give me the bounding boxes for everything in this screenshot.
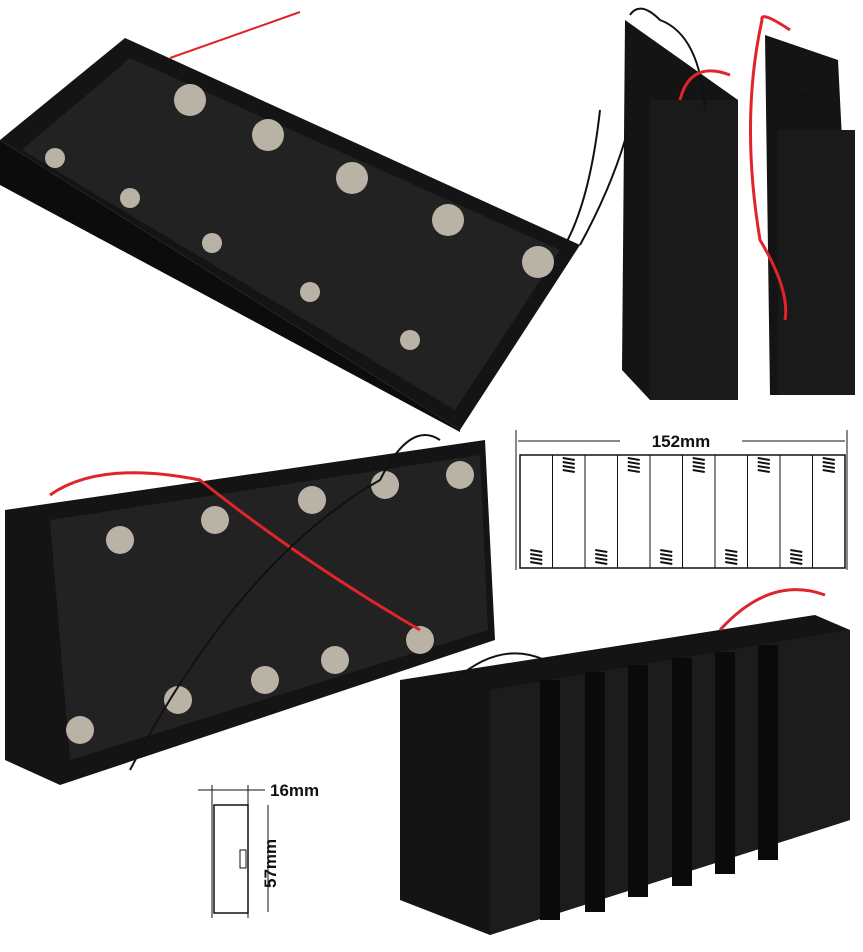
- spring-symbol: [627, 469, 640, 473]
- spring-symbol: [725, 561, 738, 565]
- spring-symbol: [595, 561, 608, 565]
- holder-back-photo: [400, 588, 850, 935]
- spring-symbol: [595, 557, 608, 561]
- holder-side-views-photo: [579, 7, 855, 400]
- spring-symbol: [790, 549, 803, 553]
- spring-symbol: [530, 549, 543, 553]
- spring-symbol: [595, 553, 608, 557]
- spring-symbol: [822, 465, 835, 469]
- spring-contacts: [45, 84, 554, 350]
- spring-symbol: [822, 457, 835, 461]
- spring-symbol: [692, 465, 705, 469]
- spring-symbol: [725, 549, 738, 553]
- spring-symbol: [790, 553, 803, 557]
- spring-symbol: [790, 557, 803, 561]
- spring-symbol: [660, 557, 673, 561]
- spring-symbol: [660, 561, 673, 565]
- spring-symbol: [692, 457, 705, 461]
- spring-symbol: [725, 557, 738, 561]
- spring-symbol: [822, 461, 835, 465]
- holder-top-view-photo: [0, 11, 601, 432]
- length-dimension-diagram: [515, 430, 848, 570]
- spring-symbol: [562, 457, 575, 461]
- spring-symbol: [530, 561, 543, 565]
- spring-symbol: [530, 557, 543, 561]
- spring-symbol: [660, 549, 673, 553]
- spring-symbol: [562, 461, 575, 465]
- spring-symbol: [725, 553, 738, 557]
- spring-symbol: [627, 457, 640, 461]
- spring-symbol: [822, 469, 835, 473]
- length-label: 152mm: [652, 432, 711, 451]
- spring-symbol: [757, 469, 770, 473]
- spring-symbol: [530, 553, 543, 557]
- spring-symbol: [757, 461, 770, 465]
- spring-symbol: [692, 469, 705, 473]
- width-label: 16mm: [270, 781, 319, 800]
- spring-symbol: [790, 561, 803, 565]
- spring-symbol: [627, 465, 640, 469]
- spring-symbol: [562, 465, 575, 469]
- spring-symbol: [627, 461, 640, 465]
- spring-symbol: [595, 549, 608, 553]
- spring-symbol: [757, 465, 770, 469]
- spring-symbol: [692, 461, 705, 465]
- height-label: 57mm: [261, 839, 280, 888]
- spring-symbol: [757, 457, 770, 461]
- holder-angled-photo: [5, 434, 495, 785]
- spring-symbol: [660, 553, 673, 557]
- spring-symbol: [562, 469, 575, 473]
- width-height-dimension-diagram: [198, 785, 269, 918]
